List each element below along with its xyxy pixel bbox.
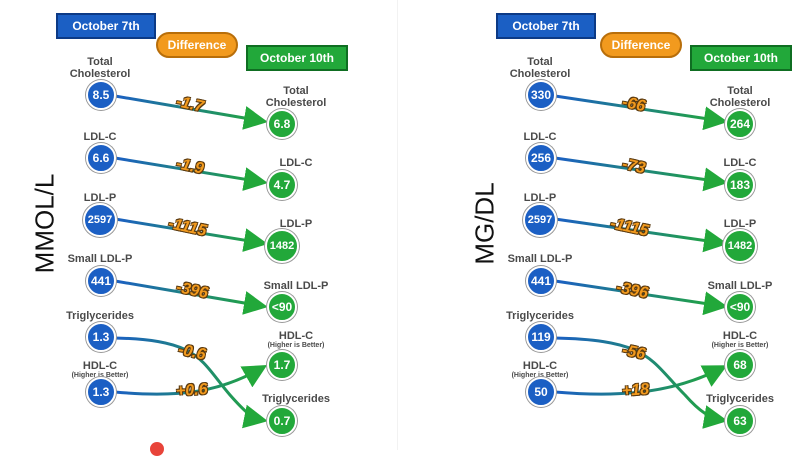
label-ldlp-before: LDL-P	[83, 192, 117, 204]
arrow-sldlp	[554, 279, 728, 316]
label-ldlc-after: LDL-C	[279, 157, 313, 169]
label-tg-after: Triglycerides	[262, 393, 330, 405]
label-tc-before: Total Cholesterol	[509, 56, 571, 80]
label-tg-before: Triglycerides	[506, 310, 574, 322]
label-sldlp-after: Small LDL-P	[707, 280, 773, 292]
record-indicator-icon	[150, 442, 164, 456]
circle-tc-after: 6.8	[267, 109, 297, 139]
header-difference: Difference	[600, 32, 682, 58]
diff-hdlc: +0.6	[175, 380, 209, 401]
arrows-mmol	[114, 94, 268, 429]
label-tg-before: Triglycerides	[66, 310, 134, 322]
label-ldlc-before: LDL-C	[83, 131, 117, 143]
circle-ldlp-after: 1482	[265, 229, 299, 263]
header-difference: Difference	[156, 32, 238, 58]
arrow-sldlp	[114, 279, 268, 315]
arrow-hdlc	[114, 365, 268, 396]
circle-sldlp-after: <90	[725, 292, 755, 322]
circle-tg-after: 0.7	[267, 406, 297, 436]
arrow-tc	[554, 94, 728, 131]
circle-hdlc-before: 50	[526, 377, 556, 407]
circle-sldlp-before: 441	[86, 266, 116, 296]
arrow-hdlc	[554, 365, 728, 396]
label-hdlc-before: HDL-C(Higher is Better)	[511, 360, 569, 379]
label-ldlc-after: LDL-C	[723, 157, 757, 169]
circle-tg-before: 1.3	[86, 322, 116, 352]
circle-sldlp-before: 441	[526, 266, 556, 296]
arrow-ldlc	[554, 156, 728, 192]
circle-hdlc-before: 1.3	[86, 377, 116, 407]
arrow-tc	[114, 94, 268, 130]
circle-ldlc-before: 256	[526, 143, 556, 173]
label-hdlc-after: HDL-C(Higher is Better)	[711, 330, 769, 349]
label-tc-after: Total Cholesterol	[709, 85, 771, 109]
label-hdlc-after: HDL-C(Higher is Better)	[267, 330, 325, 349]
circle-ldlp-after: 1482	[723, 229, 757, 263]
circle-ldlc-after: 183	[725, 170, 755, 200]
circle-hdlc-after: 1.7	[267, 350, 297, 380]
label-tg-after: Triglycerides	[706, 393, 774, 405]
label-sldlp-before: Small LDL-P	[507, 253, 573, 265]
diff-hdlc: +18	[621, 381, 650, 400]
circle-ldlc-after: 4.7	[267, 170, 297, 200]
panel-mgdl: October 7th Difference October 10th MG/D…	[400, 0, 800, 450]
arrow-ldlp	[114, 217, 268, 252]
arrow-tg	[554, 336, 728, 429]
label-ldlc-before: LDL-C	[523, 131, 557, 143]
header-before: October 7th	[56, 13, 156, 39]
label-ldlp-before: LDL-P	[523, 192, 557, 204]
circle-tc-before: 330	[526, 80, 556, 110]
circle-hdlc-after: 68	[725, 350, 755, 380]
label-tc-before: Total Cholesterol	[69, 56, 131, 80]
circle-tg-after: 63	[725, 406, 755, 436]
arrow-ldlc	[114, 156, 268, 191]
label-ldlp-after: LDL-P	[279, 218, 313, 230]
label-sldlp-after: Small LDL-P	[263, 280, 329, 292]
header-after: October 10th	[690, 45, 792, 71]
circle-tc-after: 264	[725, 109, 755, 139]
circle-sldlp-after: <90	[267, 292, 297, 322]
arrow-ldlp	[554, 217, 728, 253]
arrow-tg	[114, 336, 268, 429]
label-hdlc-before: HDL-C(Higher is Better)	[71, 360, 129, 379]
arrows-mgdl	[554, 94, 728, 429]
circle-tc-before: 8.5	[86, 80, 116, 110]
header-after: October 10th	[246, 45, 348, 71]
label-ldlp-after: LDL-P	[723, 218, 757, 230]
panel-divider	[397, 0, 398, 450]
circle-tg-before: 119	[526, 322, 556, 352]
circle-ldlp-before: 2597	[83, 203, 117, 237]
header-before: October 7th	[496, 13, 596, 39]
label-tc-after: Total Cholesterol	[265, 85, 327, 109]
circle-ldlp-before: 2597	[523, 203, 557, 237]
panel-mmol: October 7th Difference October 10th MMOL…	[0, 0, 400, 450]
label-sldlp-before: Small LDL-P	[67, 253, 133, 265]
circle-ldlc-before: 6.6	[86, 143, 116, 173]
